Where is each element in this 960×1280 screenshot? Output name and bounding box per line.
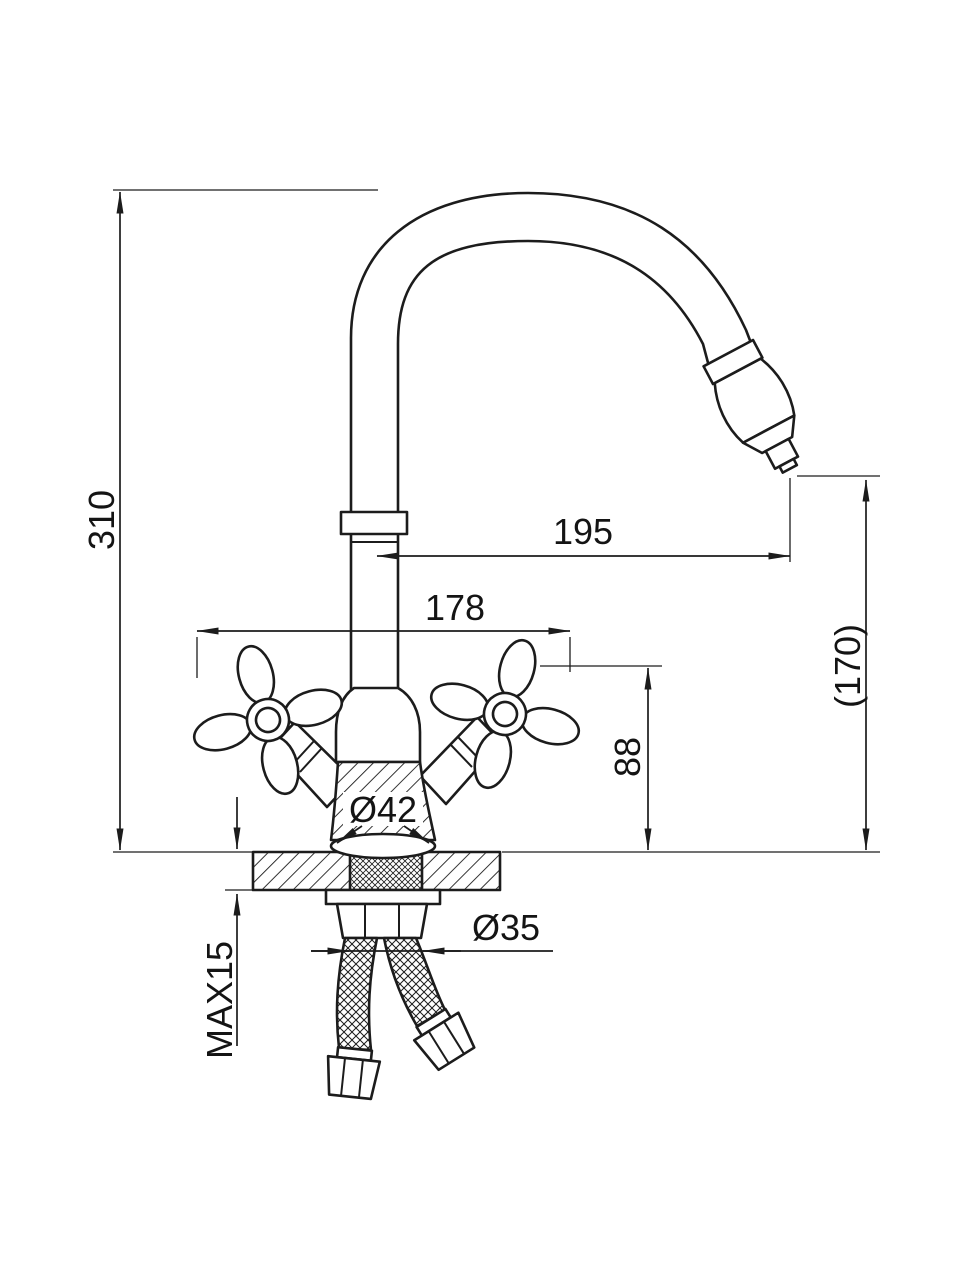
left-handle <box>192 644 344 796</box>
mixer-body <box>334 686 422 764</box>
gooseneck-spout <box>349 191 758 522</box>
riser-pipe <box>349 516 400 696</box>
dim-body-height: 88 <box>540 665 662 851</box>
faucet-outline <box>192 191 800 1101</box>
washer <box>324 888 442 906</box>
dim-label-handle-span: 178 <box>425 587 485 628</box>
spout-collar <box>339 510 409 536</box>
dim-total-height: 310 <box>81 189 378 853</box>
right-handle <box>429 638 581 790</box>
dim-base-diameter: Ø42 <box>336 789 430 844</box>
dim-label-outlet-height: (170) <box>827 624 868 708</box>
dim-label-total-height: 310 <box>81 490 122 550</box>
dim-handle-span: 178 <box>196 587 571 678</box>
dimension-annotations: 310 195 178 (170) 88 <box>81 189 880 1059</box>
dim-label-body-height: 88 <box>607 737 648 777</box>
right-hose-fitting <box>412 1007 476 1072</box>
counter-section <box>251 850 502 892</box>
dim-max-deck-thickness: MAX15 <box>199 797 253 1059</box>
dim-spout-reach: 195 <box>376 478 791 562</box>
lock-nut <box>335 902 429 940</box>
supply-hoses <box>326 936 476 1101</box>
left-hose-fitting <box>326 1045 382 1101</box>
dim-label-shank-diameter: Ø35 <box>472 907 540 948</box>
base-flange <box>329 832 437 860</box>
dim-label-max-deck-thickness: MAX15 <box>199 941 240 1059</box>
dim-outlet-height: (170) <box>502 475 880 853</box>
mounting-hardware <box>324 888 442 940</box>
spray-head <box>702 338 800 474</box>
dim-label-spout-reach: 195 <box>553 511 613 552</box>
dim-label-base-diameter: Ø42 <box>349 789 417 830</box>
dim-shank-diameter: Ø35 <box>311 907 553 955</box>
